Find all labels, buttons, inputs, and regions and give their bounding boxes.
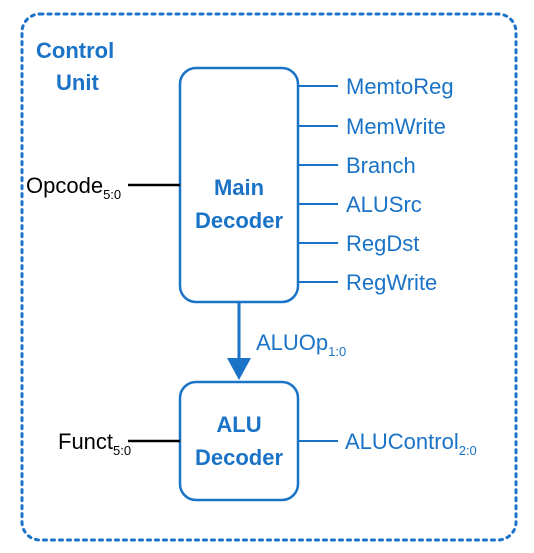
alu-decoder-label-line1: ALU bbox=[216, 412, 261, 437]
branch-label: Branch bbox=[346, 153, 416, 178]
memtoreg-label: MemtoReg bbox=[346, 74, 454, 99]
main-decoder-label-line1: Main bbox=[214, 175, 264, 200]
aluop-label: ALUOp1:0 bbox=[256, 330, 346, 359]
regdst-label: RegDst bbox=[346, 231, 419, 256]
memwrite-label: MemWrite bbox=[346, 114, 446, 139]
funct-subscript: 5:0 bbox=[113, 443, 131, 458]
aluop-subscript: 1:0 bbox=[328, 344, 346, 359]
alucontrol-subscript: 2:0 bbox=[459, 443, 477, 458]
opcode-subscript: 5:0 bbox=[103, 187, 121, 202]
alucontrol-label: ALUControl2:0 bbox=[345, 429, 477, 458]
opcode-label: Opcode5:0 bbox=[26, 173, 121, 202]
regwrite-label: RegWrite bbox=[346, 270, 437, 295]
main-decoder-label-line2: Decoder bbox=[195, 208, 283, 233]
alu-decoder-label-line2: Decoder bbox=[195, 445, 283, 470]
funct-name: Funct bbox=[58, 429, 113, 454]
main-decoder-outputs: MemtoReg MemWrite Branch ALUSrc RegDst R… bbox=[298, 74, 454, 295]
control-unit-title-line2: Unit bbox=[56, 70, 99, 95]
alusrc-label: ALUSrc bbox=[346, 192, 422, 217]
opcode-name: Opcode bbox=[26, 173, 103, 198]
aluop-arrowhead bbox=[227, 358, 251, 380]
alu-decoder-block bbox=[178, 380, 300, 502]
funct-label: Funct5:0 bbox=[58, 429, 131, 458]
control-unit-boundary bbox=[20, 12, 518, 542]
aluop-name: ALUOp bbox=[256, 330, 328, 355]
alucontrol-name: ALUControl bbox=[345, 429, 459, 454]
control-unit-title-line1: Control bbox=[36, 38, 114, 63]
